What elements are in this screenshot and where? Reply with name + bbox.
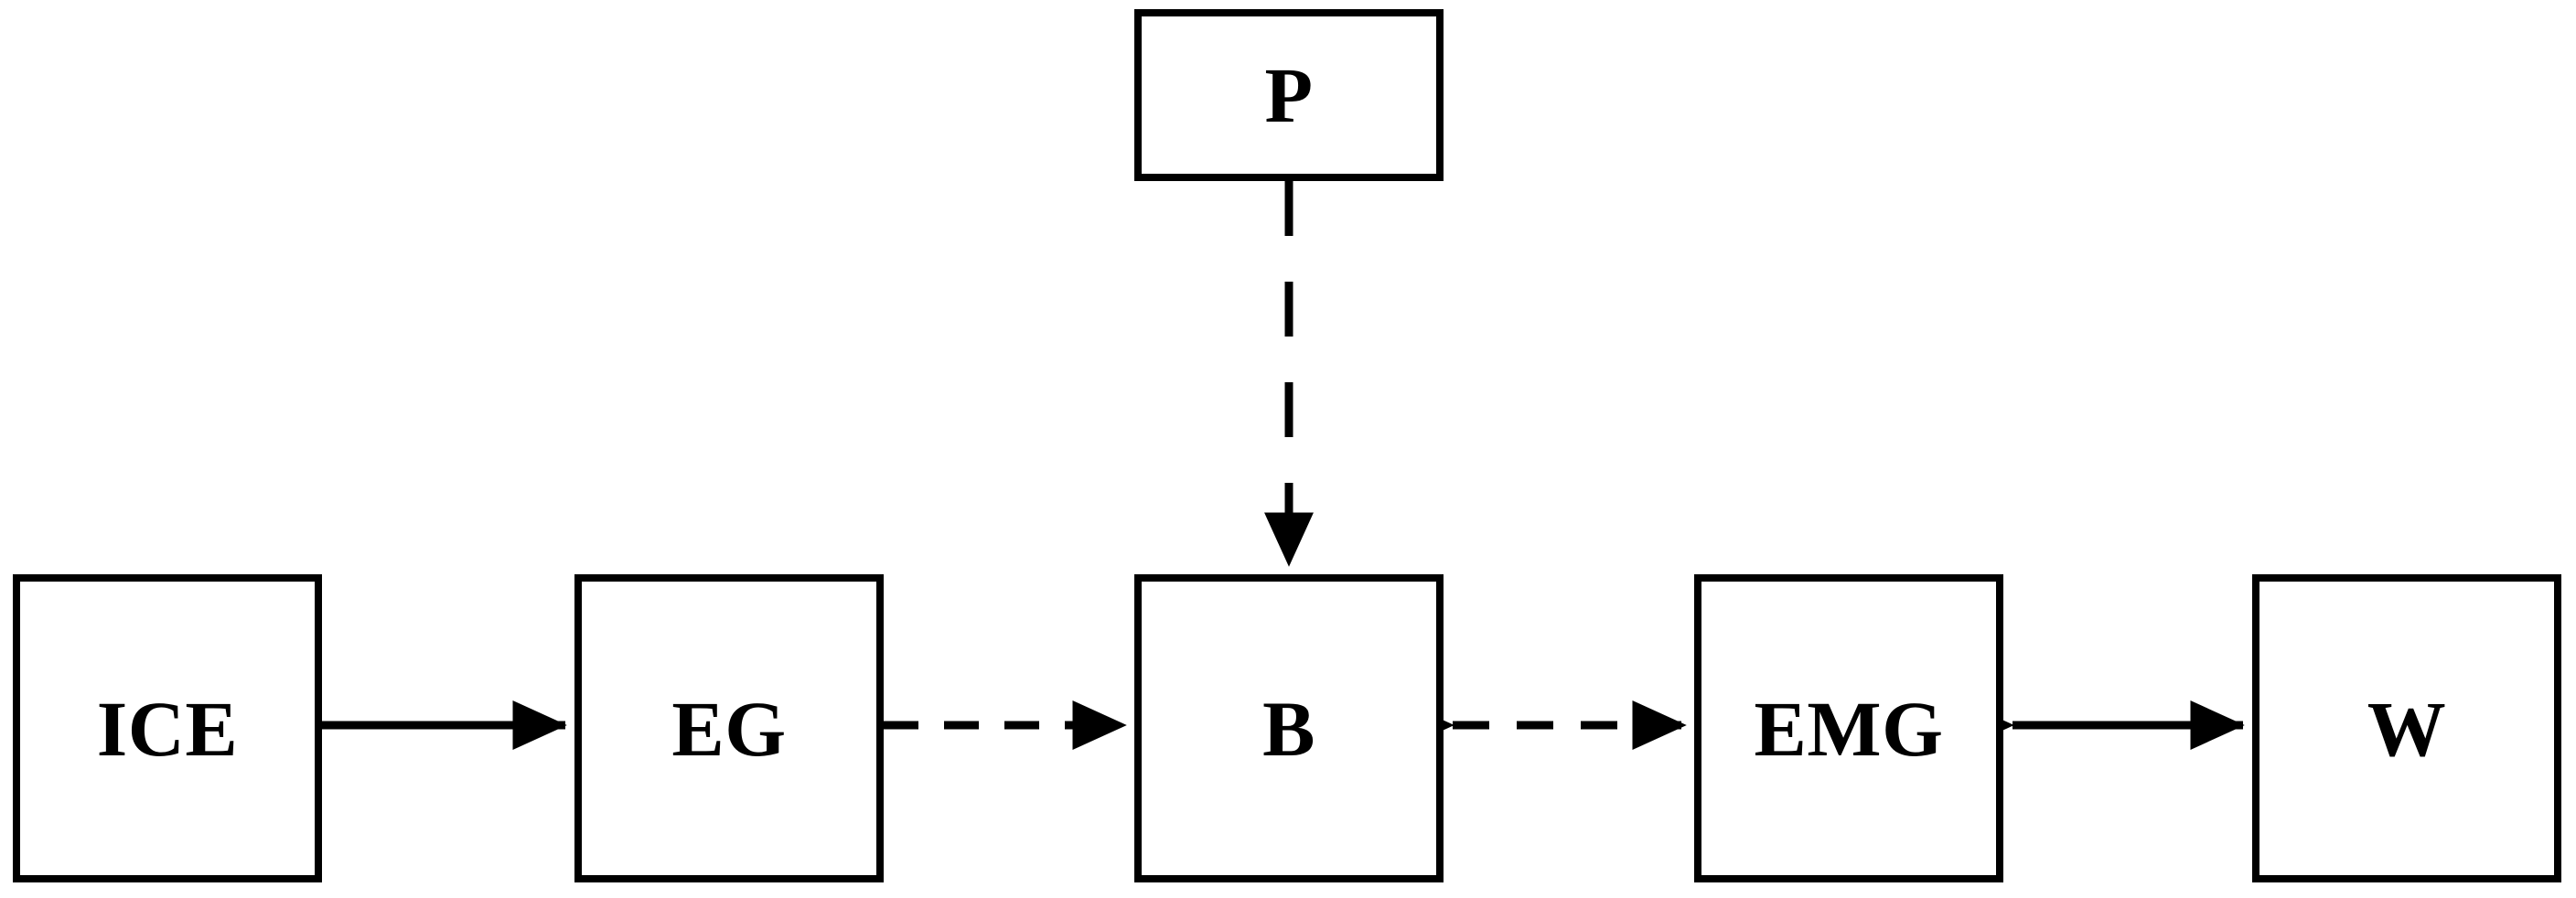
node-emg[interactable]: EMG	[1694, 574, 2003, 882]
node-w-label: W	[2367, 684, 2447, 773]
node-b-label: B	[1262, 684, 1315, 773]
node-w[interactable]: W	[2252, 574, 2561, 882]
node-p[interactable]: P	[1134, 9, 1444, 181]
node-p-label: P	[1264, 51, 1314, 139]
node-eg[interactable]: EG	[574, 574, 884, 882]
node-eg-label: EG	[671, 684, 787, 773]
node-b[interactable]: B	[1134, 574, 1444, 882]
node-emg-label: EMG	[1754, 684, 1944, 773]
node-ice[interactable]: ICE	[13, 574, 322, 882]
node-ice-label: ICE	[96, 684, 239, 773]
